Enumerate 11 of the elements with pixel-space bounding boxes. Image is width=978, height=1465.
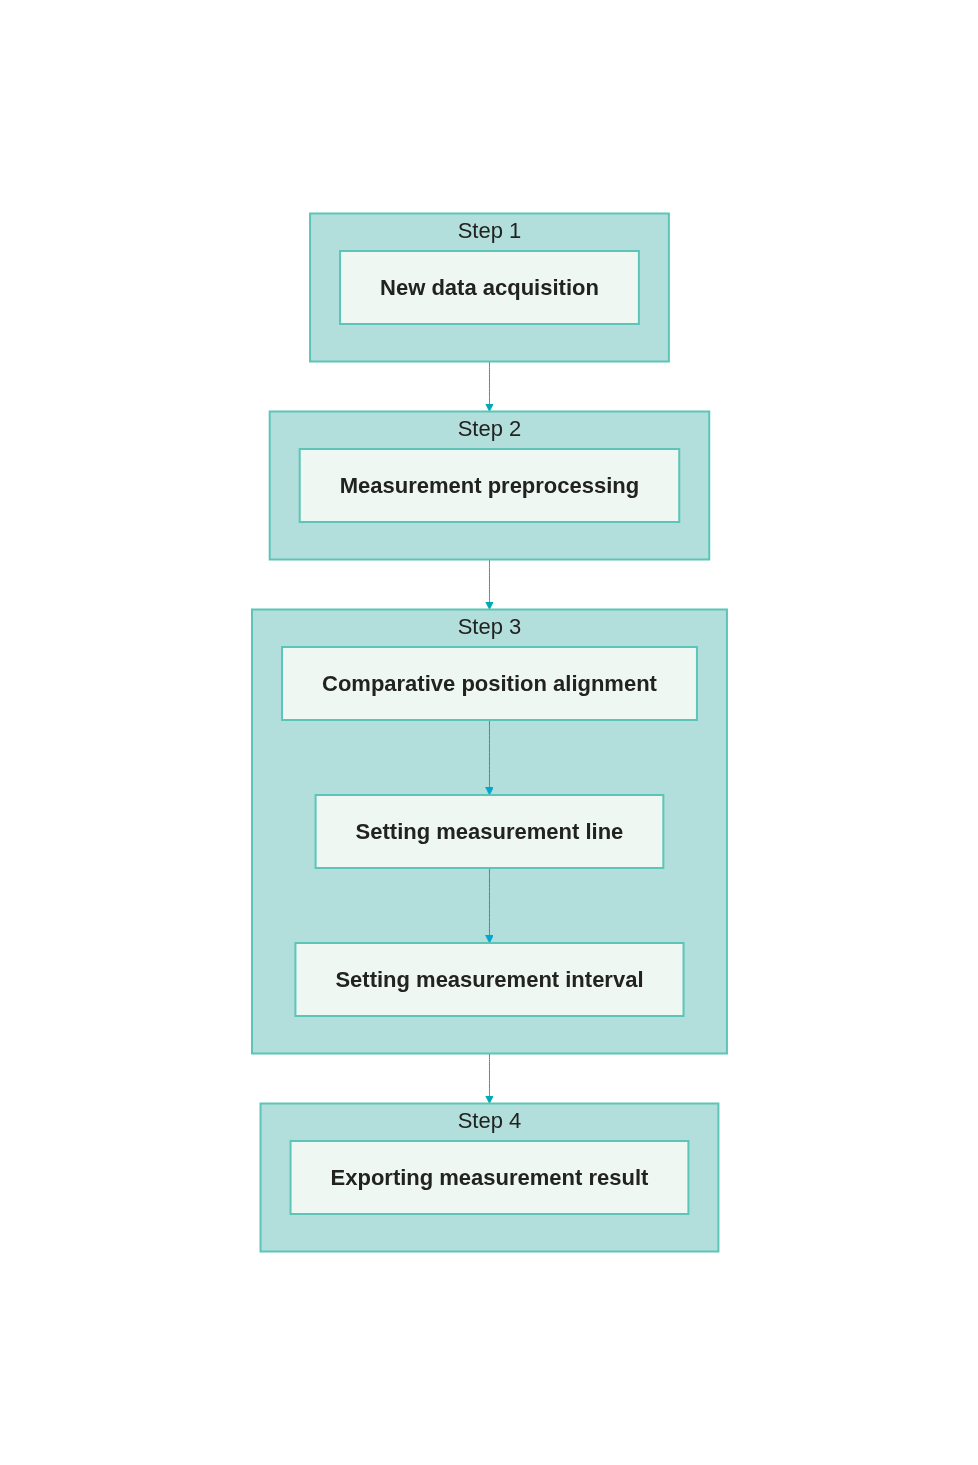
- arrow: [484, 1053, 494, 1104]
- node-box: Measurement preprocessing: [298, 448, 680, 523]
- node-box: Exporting measurement result: [289, 1140, 689, 1215]
- node-box: Comparative position alignment: [280, 646, 698, 721]
- arrow: [484, 361, 494, 412]
- node-box: Setting measurement line: [314, 794, 664, 869]
- arrow: [484, 719, 494, 796]
- node-box: Setting measurement interval: [293, 942, 685, 1017]
- arrow: [484, 559, 494, 610]
- arrow: [484, 867, 494, 944]
- node-box: New data acquisition: [338, 250, 640, 325]
